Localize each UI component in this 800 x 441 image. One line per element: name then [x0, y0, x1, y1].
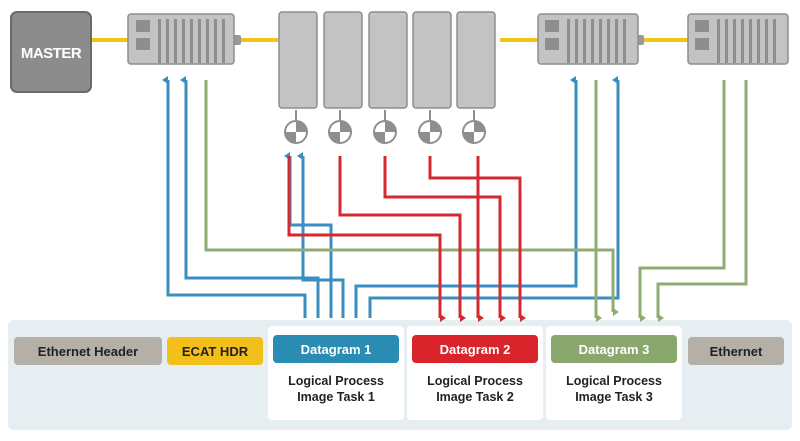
- master-controller-icon: MASTER: [10, 11, 92, 93]
- ethernet-trailer-segment: [688, 337, 784, 365]
- arrow-icon: [204, 80, 619, 316]
- arrow-icon: [368, 76, 620, 318]
- datagram-2-segment: [412, 335, 538, 363]
- arrow-icon: [180, 76, 320, 318]
- coupler-icon: [687, 13, 789, 65]
- datagram-2-routes: [287, 156, 526, 322]
- task-1-line1: Logical Process: [288, 374, 384, 388]
- encoder-icon: [284, 110, 486, 144]
- task-1-line2: Image Task 1: [297, 390, 375, 404]
- datagram-3-segment: [551, 335, 677, 363]
- arrow-icon: [162, 76, 307, 318]
- datagram-1-routes: [162, 76, 620, 318]
- task-3-line1: Logical Process: [566, 374, 662, 388]
- datagram-3-label: Datagram 3: [579, 342, 650, 357]
- arrow-icon: [428, 156, 526, 322]
- task-2-line2: Image Task 2: [436, 390, 514, 404]
- ecat-hdr-segment: [167, 337, 263, 365]
- arrow-icon: [287, 156, 446, 322]
- coupler-icon: [127, 13, 235, 65]
- arrow-icon: [383, 156, 506, 322]
- datagram-3-routes: [204, 80, 748, 322]
- master-label: MASTER: [21, 45, 82, 62]
- ethernet-trailer-label: Ethernet: [710, 344, 763, 359]
- arrow-icon: [338, 156, 466, 322]
- coupler-icon: [537, 13, 639, 65]
- datagram-1-label: Datagram 1: [301, 342, 372, 357]
- task-3-line2: Image Task 3: [575, 390, 653, 404]
- arrow-icon: [656, 80, 748, 322]
- ecat-hdr-label: ECAT HDR: [182, 344, 249, 359]
- ethernet-header-label: Ethernet Header: [38, 344, 138, 359]
- ethernet-header-segment: [14, 337, 162, 365]
- arrow-icon: [297, 152, 345, 318]
- datagram-1-segment: [273, 335, 399, 363]
- frame-segments: Ethernet Header ECAT HDR Datagram 1 Data…: [14, 335, 784, 365]
- arrow-icon: [638, 80, 726, 322]
- task-2-line1: Logical Process: [427, 374, 523, 388]
- arrow-icon: [354, 76, 578, 318]
- task-labels: Logical Process Image Task 1 Logical Pro…: [288, 374, 662, 404]
- datagram-2-label: Datagram 2: [440, 342, 511, 357]
- io-module-icon: [278, 11, 496, 109]
